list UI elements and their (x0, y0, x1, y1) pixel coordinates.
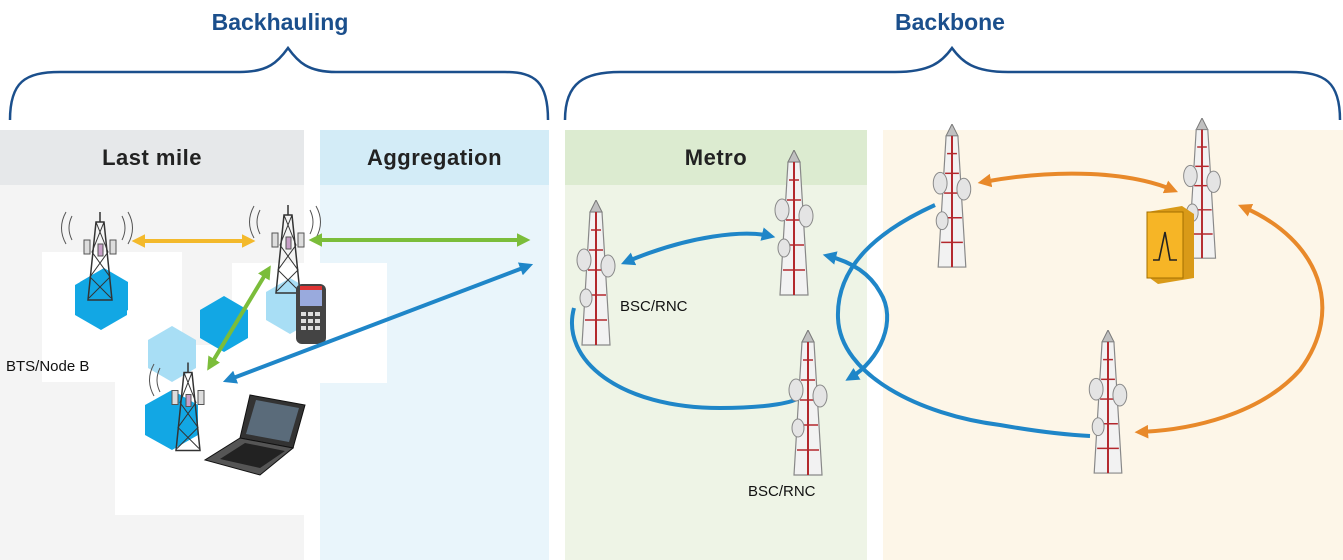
cell-tower-icon (1088, 330, 1128, 475)
backhauling-brace (8, 45, 550, 121)
backhauling-label: Backhauling (211, 9, 349, 35)
bsc-rnc-label: BSC/RNC (748, 483, 816, 500)
cell-tower-icon (576, 200, 616, 346)
bsc-rnc-label: BSC/RNC (620, 298, 688, 315)
backbone-label: Backbone (895, 9, 1005, 35)
link-blue (222, 262, 534, 384)
radio-waves-icon (61, 205, 321, 397)
metro-panel: Metro (565, 130, 867, 560)
backbone-ring (977, 171, 1179, 194)
mobile-phone-icon (296, 284, 326, 344)
metro-ring (620, 227, 776, 266)
cell-tower-icon (788, 330, 828, 476)
aggregation-header: Aggregation (320, 130, 549, 185)
cell-tower-icon (83, 212, 117, 301)
laptop-icon (203, 394, 306, 476)
backbone-ring (835, 203, 1091, 438)
metro-ring (822, 251, 890, 381)
bts-node-b-label: BTS/Node B (6, 358, 90, 375)
metro-header: Metro (565, 130, 867, 185)
cell-tower-icon (271, 205, 305, 294)
optical-filter-icon (1146, 206, 1194, 284)
metro-ring (570, 307, 802, 411)
last-mile-header: Last mile (0, 130, 304, 185)
backbone-brace (563, 45, 1342, 121)
backbone-ring (1134, 203, 1325, 439)
cell-tower-icon (774, 150, 814, 296)
cell-tower-icon (932, 124, 972, 269)
